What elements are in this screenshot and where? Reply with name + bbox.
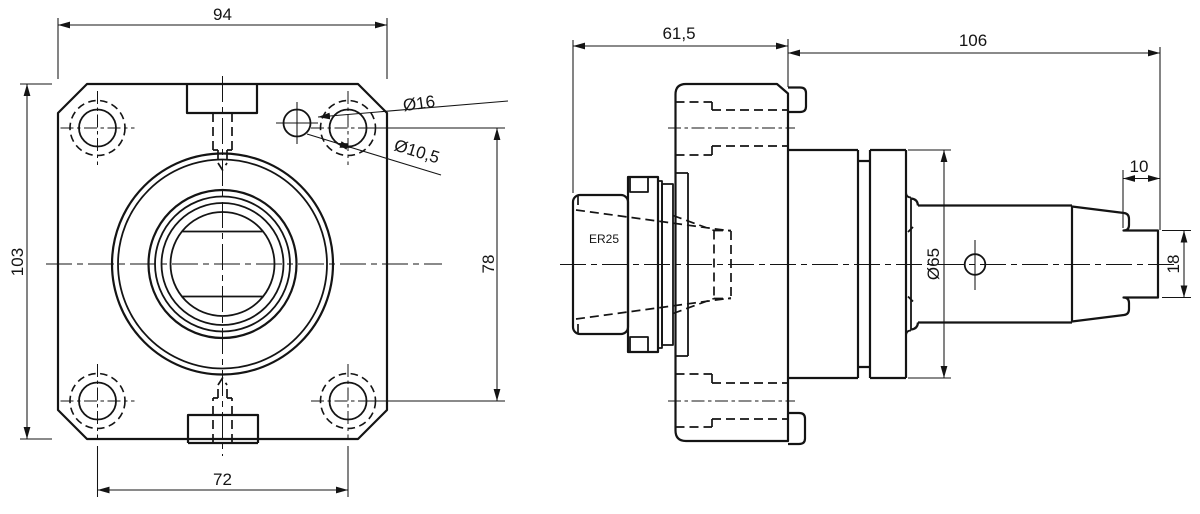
flange-side-outline (674, 82, 790, 443)
bolt-hole (60, 364, 135, 438)
hidden-mounting-holes (675, 101, 788, 428)
nut-ring-notch-top (629, 176, 649, 193)
front-centerlines (46, 76, 442, 456)
bottom-set-screw-hidden (212, 376, 233, 443)
dim-counterbore-leader: Ø16 (317, 92, 509, 120)
dim-hole-spacing-vertical: 78 (358, 127, 505, 402)
dim-nose-length: 61,5 (572, 24, 789, 193)
collet-label: ER25 (589, 232, 619, 246)
dim-body-length-label: 106 (959, 31, 987, 50)
dim-body-diameter: Ø65 (908, 149, 951, 379)
pin-hole (276, 102, 318, 144)
flange-outline (56, 82, 389, 441)
dim-flange-width: 94 (57, 5, 388, 79)
dim-hole-spacing-horizontal-label: 72 (213, 470, 232, 489)
dim-hole-spacing-vertical-label: 78 (479, 255, 498, 274)
rear-tab-bottom (788, 411, 807, 446)
dim-nose-length-label: 61,5 (662, 24, 695, 43)
front-view: 94 103 72 78 Ø16 Ø10,5 (8, 5, 509, 497)
dim-flange-height: 103 (8, 83, 52, 440)
nut-ring-notch-bottom (629, 336, 649, 353)
dim-tenon-width: 18 (1162, 229, 1191, 299)
dim-hole-spacing-horizontal: 72 (96, 446, 349, 497)
hole-axis-centerlines (668, 127, 795, 402)
dim-tenon-length-label: 10 (1130, 157, 1149, 176)
bolt-hole (60, 91, 135, 165)
dim-flange-width-label: 94 (213, 5, 232, 24)
dim-tenon-length: 10 (1122, 157, 1160, 228)
dim-flange-height-label: 103 (8, 248, 27, 276)
side-view: ER25 (560, 24, 1191, 446)
rear-tab-top (788, 86, 808, 114)
top-set-screw-hidden (212, 113, 233, 172)
dim-body-length: 106 (788, 31, 1161, 230)
dim-body-diameter-label: Ø65 (924, 248, 943, 280)
dim-bolt-hole-leader: Ø10,5 (306, 133, 442, 176)
dim-tenon-width-label: 18 (1164, 255, 1183, 274)
dim-counterbore-label: Ø16 (402, 92, 436, 115)
